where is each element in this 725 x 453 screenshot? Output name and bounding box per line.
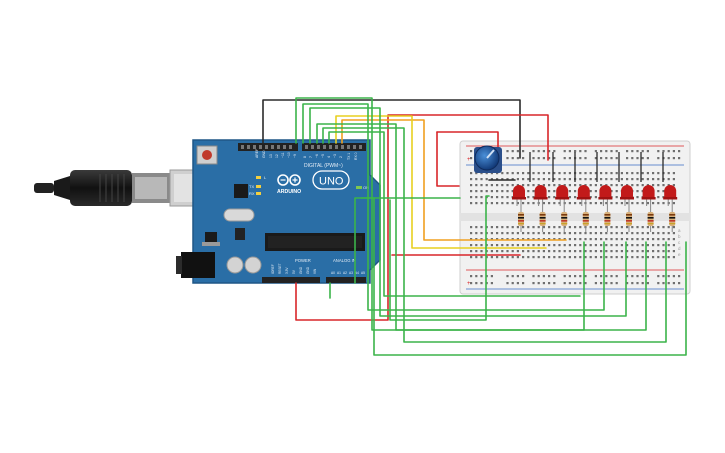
wire-gnd — [262, 99, 521, 159]
resistor — [518, 206, 524, 232]
label-l: L — [264, 175, 267, 180]
pin-label: 13 — [269, 154, 273, 158]
wire-pot-5v — [436, 131, 460, 187]
label-tx: TX — [249, 184, 254, 189]
label-power: POWER — [295, 258, 311, 263]
wire-signal — [309, 107, 627, 317]
wire-signal — [316, 123, 647, 331]
wires — [262, 97, 687, 356]
row-letter: e — [678, 252, 681, 257]
header-top-right — [302, 143, 366, 151]
red-led — [641, 185, 656, 206]
power-pin-label: 3.3V — [285, 267, 289, 274]
red-led — [576, 185, 591, 206]
label-analog: ANALOG IN — [333, 258, 356, 263]
red-led — [533, 185, 548, 206]
arduino-uno-board: AREF GND 13 12 ~11 ~10 ~9 8 7 ~6 ~5 4 ~3… — [176, 139, 381, 284]
pin-label: 12 — [275, 154, 279, 158]
label-rx: RX — [249, 191, 255, 196]
on-led — [356, 186, 362, 189]
label-gnd: GND — [262, 150, 266, 158]
digital-header-label: DIGITAL (PWM~) — [304, 163, 343, 169]
pin-label: RX 0 — [354, 152, 358, 160]
pin-label: 2 — [339, 156, 343, 158]
power-pin-label: VIN — [313, 268, 317, 274]
resistor — [582, 206, 589, 232]
power-pin-label: GND — [306, 266, 310, 274]
pin-label: 8 — [303, 156, 307, 158]
wire-5v — [295, 114, 549, 321]
wire-yellow — [335, 115, 547, 249]
arduino-logo — [277, 174, 301, 186]
rail-plus: + — [467, 281, 471, 287]
red-led — [555, 185, 570, 206]
pin-label: 4 — [327, 156, 331, 158]
row-letter: a — [678, 228, 681, 233]
power-pin-label: 5V — [292, 269, 296, 274]
pin-label: TX 1 — [347, 153, 351, 160]
resistor — [561, 206, 568, 232]
capacitor — [226, 256, 244, 274]
tx-led — [256, 185, 261, 188]
pin-label: ~6 — [315, 154, 319, 158]
gnd-jumpers — [529, 152, 664, 182]
analog-pin-label: A4 — [355, 271, 359, 275]
row-letter: d — [678, 246, 681, 251]
pin-label: ~5 — [321, 154, 325, 158]
usb-cable — [34, 169, 219, 207]
capacitor — [244, 256, 262, 274]
wire-signal — [322, 127, 667, 343]
pin-label: ~11 — [281, 152, 285, 158]
dc-power-jack — [181, 252, 215, 278]
header-power — [262, 277, 320, 283]
wire-analog — [354, 197, 687, 356]
uno-badge — [312, 170, 350, 190]
analog-pin-label: A2 — [343, 271, 347, 275]
analog-pin-label: A5 — [361, 271, 365, 275]
icsp-header — [235, 228, 245, 240]
power-pin-label: RESET — [278, 263, 282, 274]
usb-chip — [234, 184, 248, 198]
resistor — [626, 206, 632, 232]
pin-label: 7 — [309, 156, 313, 158]
uno-text: UNO — [319, 176, 344, 188]
red-led — [663, 185, 678, 206]
row-letter: c — [678, 240, 681, 245]
pin-label: ~3 — [333, 154, 337, 158]
pin-label: ~10 — [287, 152, 291, 158]
crystal — [223, 208, 255, 222]
pin-label: ~9 — [293, 154, 297, 158]
rail-plus: + — [467, 157, 471, 163]
analog-pin-label: A3 — [349, 271, 353, 275]
label-on: ON — [363, 185, 369, 190]
row-letter: b — [678, 234, 681, 239]
arduino-logo-text: ARDUINO — [277, 189, 301, 195]
red-led — [620, 185, 634, 206]
analog-pin-label: A0 — [331, 271, 335, 275]
potentiometer[interactable] — [474, 145, 502, 173]
reset-button[interactable] — [202, 150, 212, 160]
wire-signal — [302, 103, 605, 311]
header-analog — [326, 277, 366, 283]
rx-led — [256, 192, 261, 195]
resistor — [604, 206, 611, 232]
power-pin-label: IOREF — [271, 264, 275, 274]
l-led — [256, 176, 261, 179]
voltage-regulator — [205, 232, 217, 242]
analog-pin-label: A1 — [337, 271, 341, 275]
resistor — [647, 206, 654, 232]
red-led — [512, 185, 526, 206]
power-pin-label: GND — [299, 266, 303, 274]
resistor — [669, 206, 676, 232]
label-aref: AREF — [255, 149, 259, 158]
led-array — [512, 185, 678, 232]
red-led — [598, 185, 613, 206]
resistor — [539, 206, 546, 232]
